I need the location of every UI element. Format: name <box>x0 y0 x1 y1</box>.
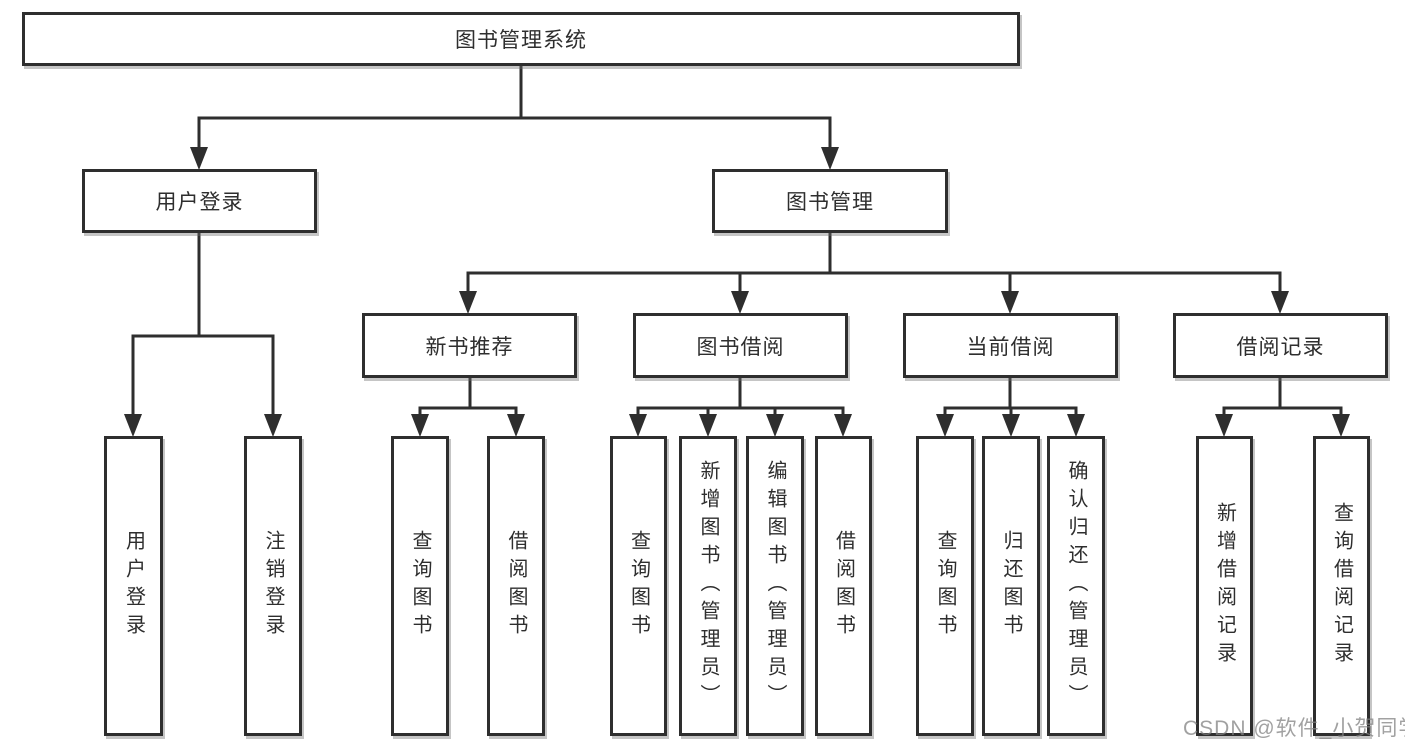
node-leaf-borrow-books-recommend: 借阅图书 <box>487 436 545 736</box>
node-label: 确认归还（管理员） <box>1065 460 1087 712</box>
node-leaf-query-books-borrowing: 查询图书 <box>610 436 667 736</box>
node-label: 借阅图书 <box>832 530 855 642</box>
node-leaf-borrow-books-borrowing: 借阅图书 <box>815 436 872 736</box>
node-label: 图书借阅 <box>696 335 785 359</box>
node-label: 借阅图书 <box>505 530 527 642</box>
node-library-system: 图书管理系统 <box>22 12 1020 66</box>
node-current-borrowing: 当前借阅 <box>903 313 1118 378</box>
node-book-management: 图书管理 <box>712 169 948 233</box>
node-label: 注销登录 <box>262 530 284 642</box>
node-label: 图书管理系统 <box>455 29 587 52</box>
node-leaf-confirm-return-admin: 确认归还（管理员） <box>1047 436 1105 736</box>
node-book-borrowing: 图书借阅 <box>633 313 848 378</box>
node-label: 新增借阅记录 <box>1213 502 1236 670</box>
node-leaf-query-books-current: 查询图书 <box>916 436 974 736</box>
node-label: 图书管理 <box>786 191 874 214</box>
node-label: 查询图书 <box>934 530 956 642</box>
node-leaf-query-borrow-record: 查询借阅记录 <box>1313 436 1370 736</box>
node-leaf-add-books-admin: 新增图书（管理员） <box>679 436 737 736</box>
node-label: 新书推荐 <box>425 335 514 359</box>
node-label: 当前借阅 <box>966 335 1055 359</box>
node-user-login: 用户登录 <box>82 169 317 233</box>
node-leaf-edit-books-admin: 编辑图书（管理员） <box>746 436 804 736</box>
node-label: 用户登录 <box>155 191 244 214</box>
node-leaf-return-books: 归还图书 <box>982 436 1040 736</box>
node-label: 编辑图书（管理员） <box>764 460 786 712</box>
node-label: 查询图书 <box>409 530 431 642</box>
node-label: 查询图书 <box>627 530 650 642</box>
node-borrowing-records: 借阅记录 <box>1173 313 1388 378</box>
node-label: 新增图书（管理员） <box>697 460 719 712</box>
node-label: 用户登录 <box>122 530 145 642</box>
node-new-book-recommend: 新书推荐 <box>362 313 577 378</box>
node-leaf-user-login: 用户登录 <box>104 436 163 736</box>
node-label: 归还图书 <box>1000 530 1022 642</box>
watermark: CSDN @软件_小贺同学 <box>1183 717 1405 740</box>
node-leaf-query-books-recommend: 查询图书 <box>391 436 449 736</box>
node-leaf-add-borrow-record: 新增借阅记录 <box>1196 436 1253 736</box>
node-label: 借阅记录 <box>1236 335 1325 359</box>
node-label: 查询借阅记录 <box>1330 502 1353 670</box>
node-leaf-logout: 注销登录 <box>244 436 302 736</box>
